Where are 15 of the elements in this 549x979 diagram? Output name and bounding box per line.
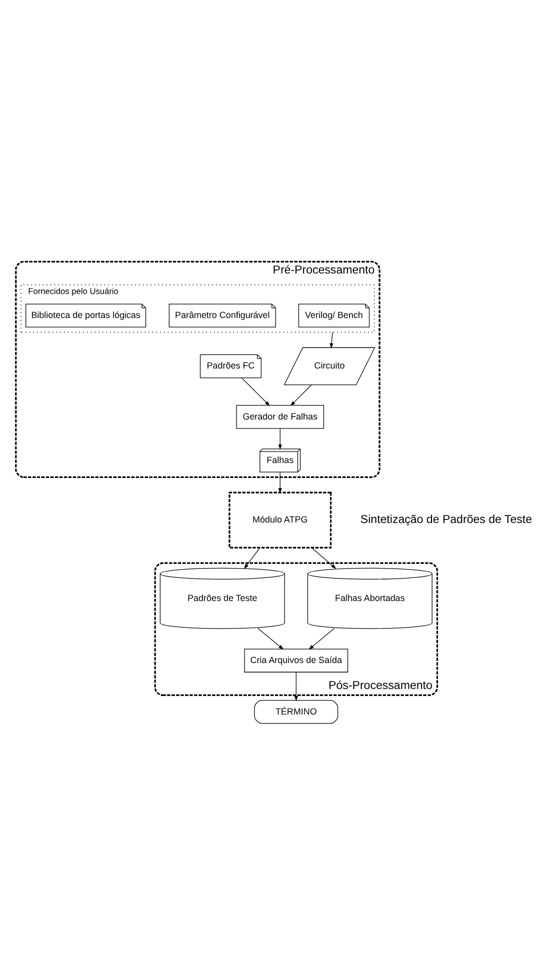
node-label: Sintetização de Padrões de Teste (360, 513, 532, 526)
arrow (278, 471, 282, 493)
node-box: Cria Arquivos de Saída (244, 648, 348, 672)
node-box: TÉRMINO (254, 700, 338, 724)
arrow (278, 428, 282, 450)
arrow (308, 628, 335, 650)
node-box: Módulo ATPG (228, 491, 332, 548)
arrow (258, 628, 284, 650)
arrow (290, 384, 312, 406)
arrow (244, 547, 260, 569)
arrow (294, 672, 298, 701)
arrow (330, 331, 334, 348)
node-box: Gerador de Falhas (236, 404, 324, 428)
arrow (241, 377, 270, 406)
arrow (311, 547, 336, 568)
